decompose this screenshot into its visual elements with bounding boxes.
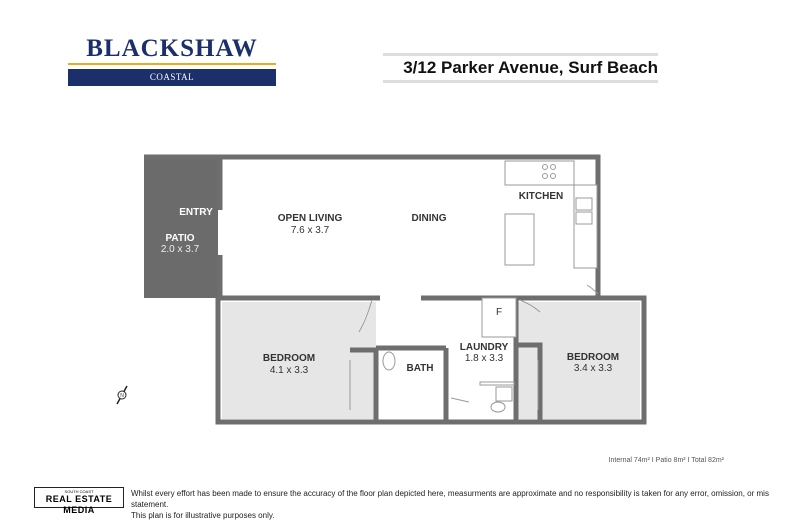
room-label-bath: BATH bbox=[406, 363, 433, 374]
brand-logo-sub: COASTAL bbox=[68, 69, 276, 86]
room-label-bedroom-1: BEDROOM bbox=[263, 353, 315, 364]
room-label-entry: ENTRY bbox=[179, 207, 213, 218]
disclaimer-line-1: Whilst every effort has been made to ens… bbox=[131, 489, 769, 509]
compass-icon: N bbox=[116, 385, 128, 405]
brand-logo-rule bbox=[68, 63, 276, 65]
room-dims-bedroom-2: 3.4 x 3.3 bbox=[574, 363, 613, 374]
room-dims-living: 7.6 x 3.7 bbox=[291, 225, 330, 236]
patio-area bbox=[144, 159, 218, 298]
disclaimer: Whilst every effort has been made to ens… bbox=[131, 488, 781, 521]
room-label-bedroom-2: BEDROOM bbox=[567, 352, 619, 363]
room-label-dining: DINING bbox=[412, 213, 447, 224]
property-address: 3/12 Parker Avenue, Surf Beach bbox=[383, 53, 658, 83]
room-label-kitchen: KITCHEN bbox=[519, 191, 563, 202]
room-dims-patio: 2.0 x 3.7 bbox=[161, 244, 200, 255]
fridge-label: F bbox=[496, 307, 502, 318]
logo-big-text: REAL ESTATE MEDIA bbox=[45, 494, 113, 515]
brand-logo-name: BLACKSHAW bbox=[86, 35, 258, 62]
disclaimer-line-2: This plan is for illustrative purposes o… bbox=[131, 511, 275, 520]
room-dims-bedroom-1: 4.1 x 3.3 bbox=[270, 365, 309, 376]
fixtures bbox=[349, 160, 599, 413]
logo-small-text: SOUTH COAST bbox=[64, 489, 94, 494]
room-label-laundry: LAUNDRY bbox=[460, 342, 509, 353]
real-estate-media-logo: SOUTH COAST REAL ESTATE MEDIA bbox=[34, 487, 124, 515]
room-label-patio: PATIO bbox=[165, 233, 194, 244]
room-label-living: OPEN LIVING bbox=[278, 213, 343, 224]
compass-north-label: N bbox=[120, 393, 124, 399]
area-summary: Internal 74m² I Patio 8m² I Total 82m² bbox=[608, 457, 724, 464]
room-dims-laundry: 1.8 x 3.3 bbox=[465, 353, 504, 364]
kitchen-island bbox=[504, 213, 535, 266]
